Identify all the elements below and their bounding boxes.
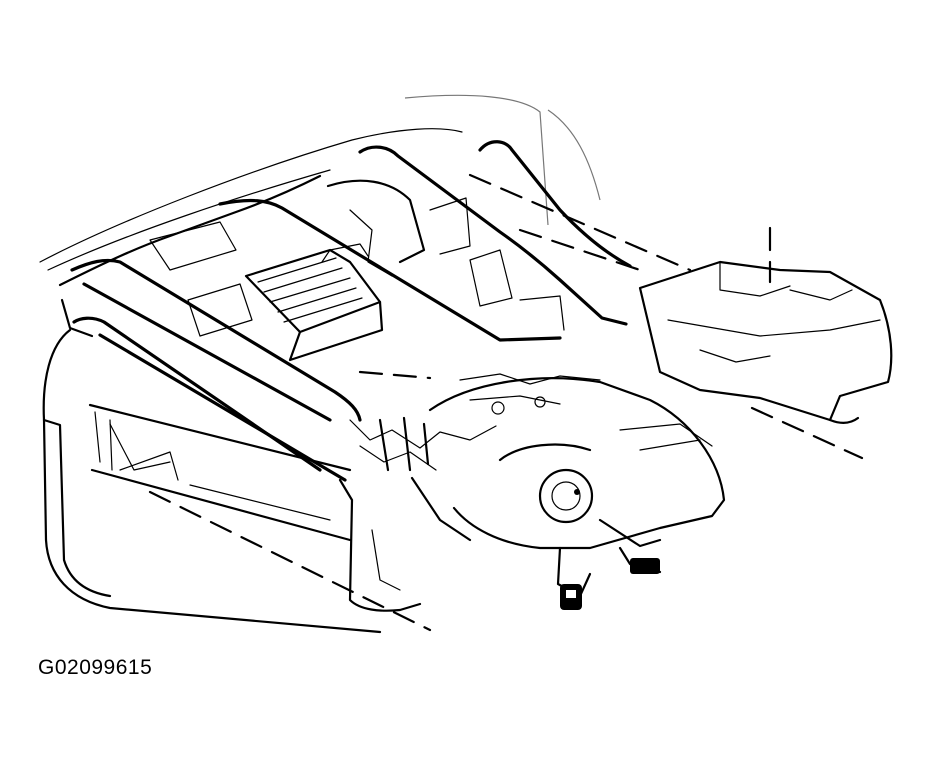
center-plenum bbox=[326, 179, 565, 331]
harness-routing-lines bbox=[70, 140, 632, 482]
windshield-outline bbox=[39, 94, 601, 271]
harness-connectors bbox=[556, 546, 662, 610]
leader-lines bbox=[148, 173, 864, 632]
figure-id-label: G02099615 bbox=[38, 656, 153, 679]
hvac-module bbox=[149, 221, 384, 362]
wiring-cluster bbox=[349, 373, 601, 472]
steering-column bbox=[428, 377, 726, 550]
glovebox-panel bbox=[638, 260, 893, 424]
dash-frame-left bbox=[42, 174, 382, 634]
lower-duct bbox=[109, 423, 472, 612]
